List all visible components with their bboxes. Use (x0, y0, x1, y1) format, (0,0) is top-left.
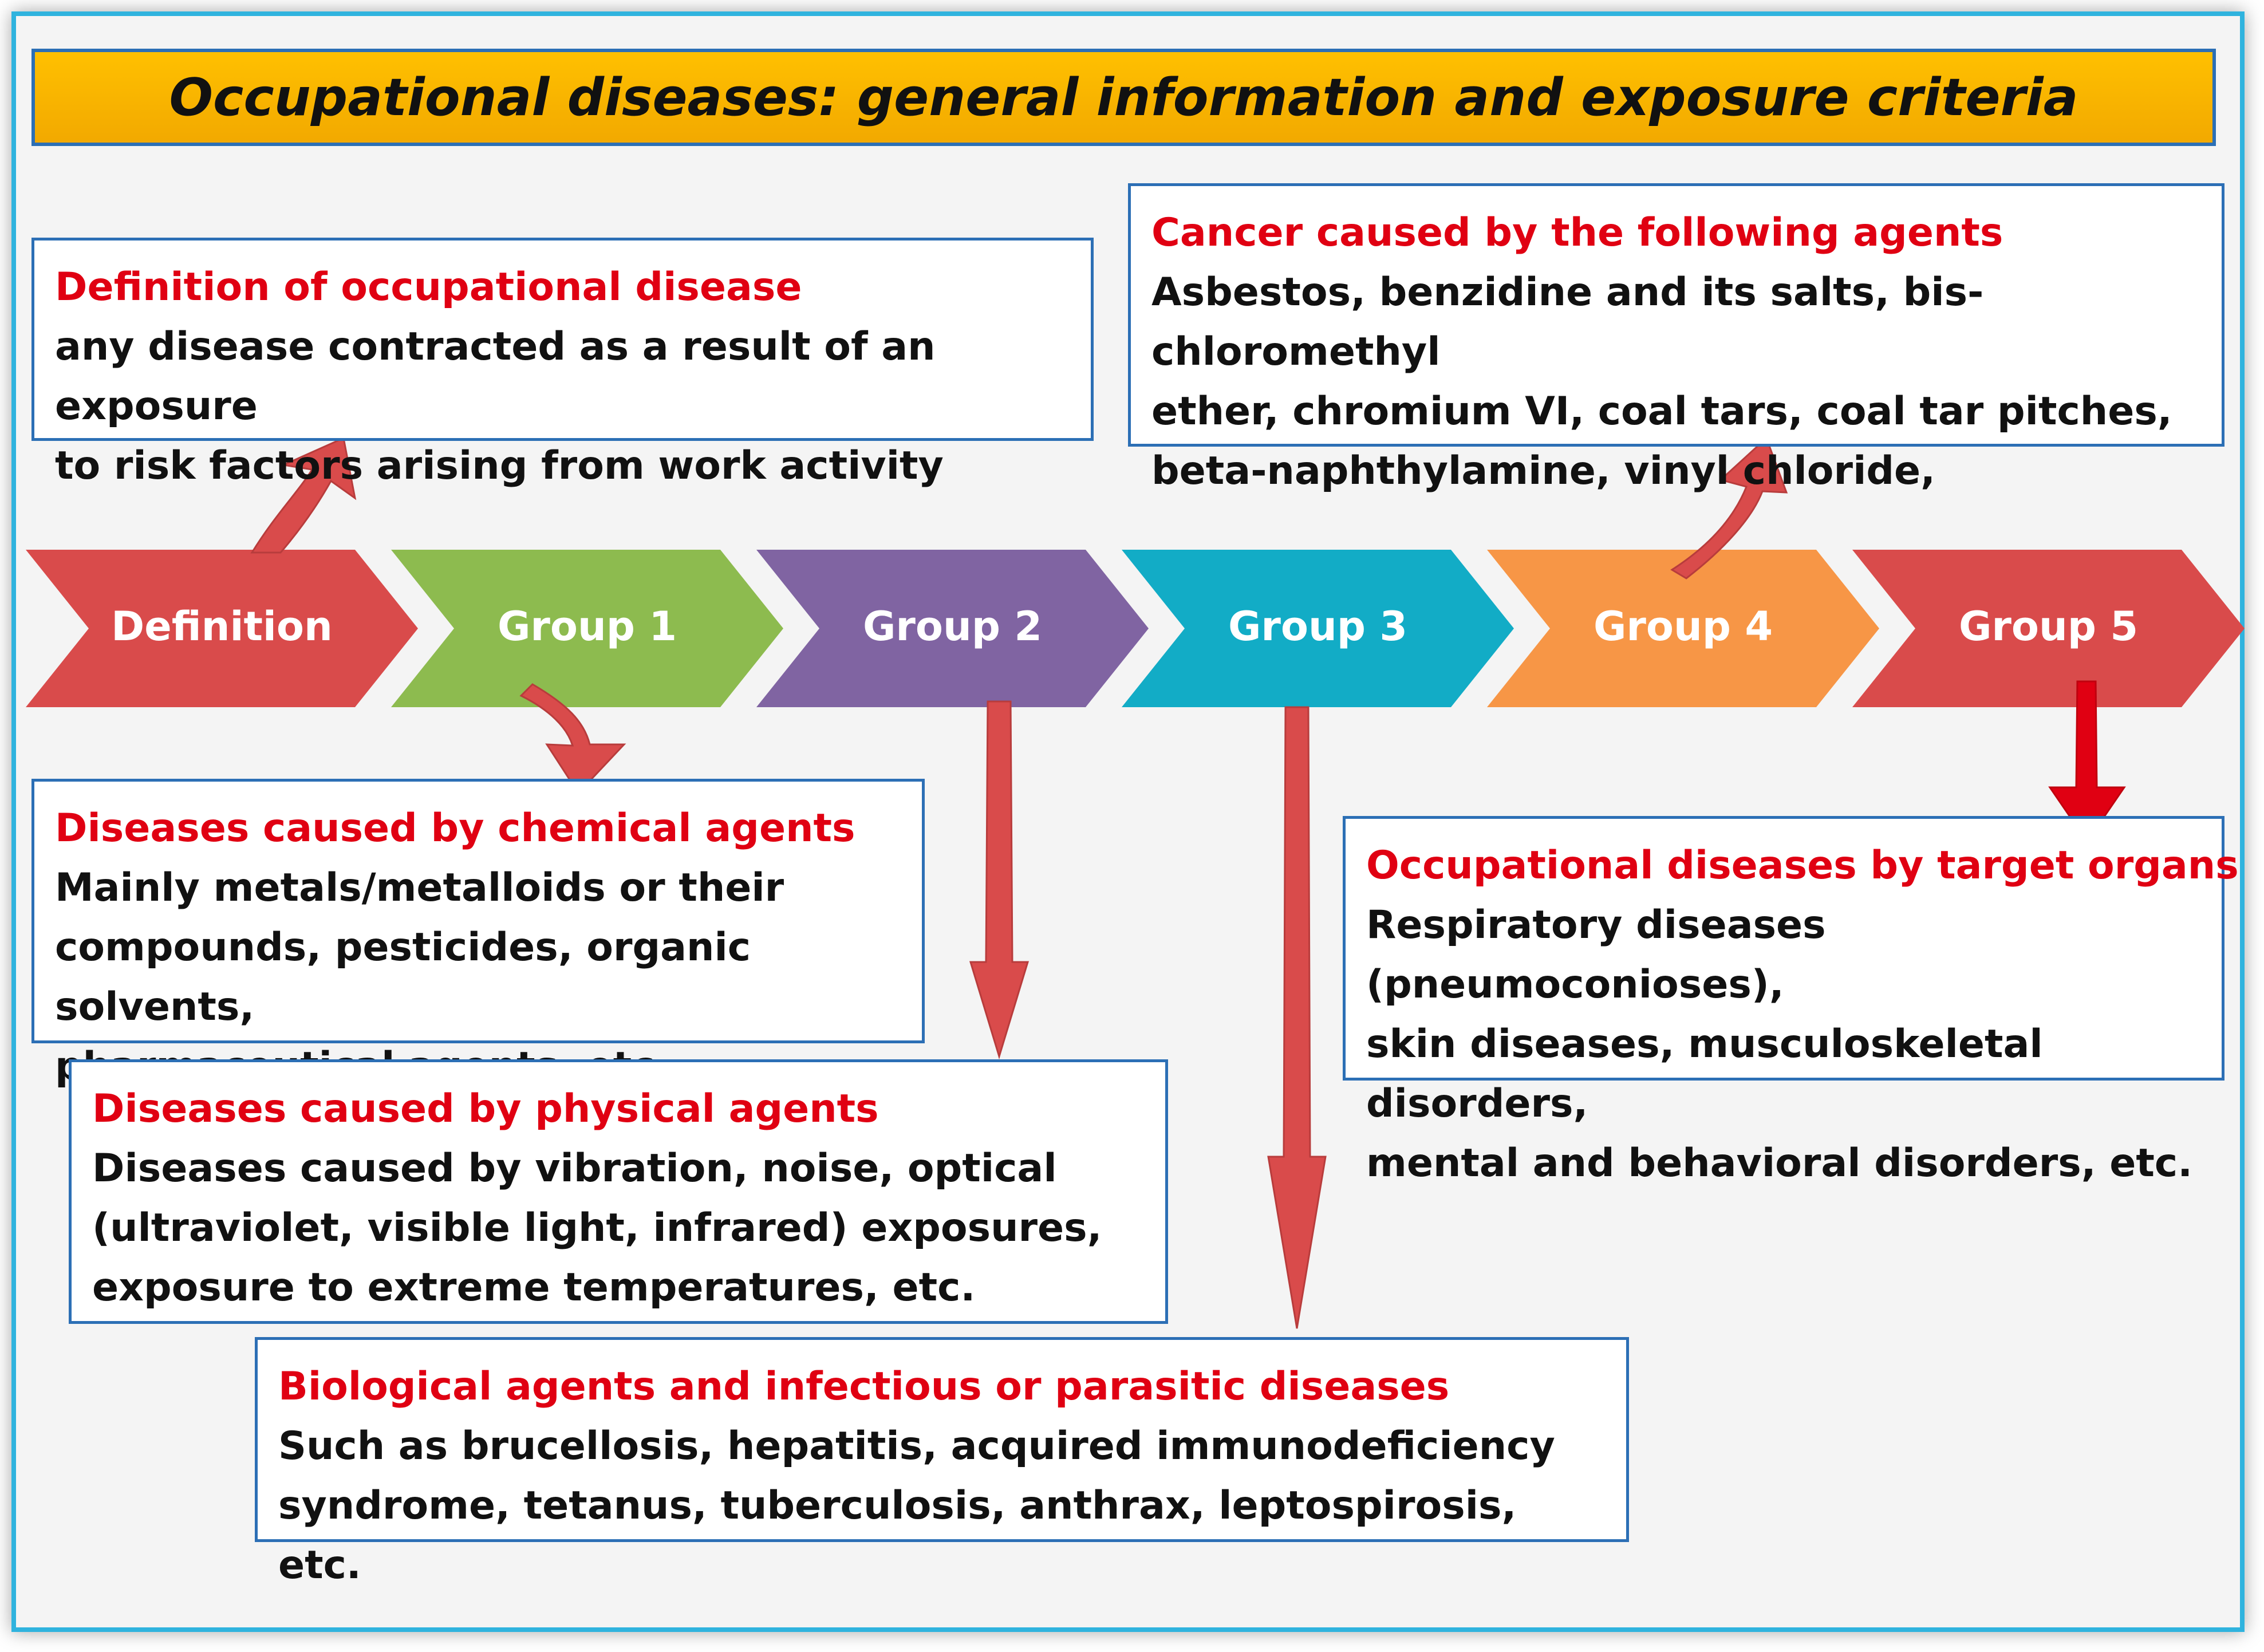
chevron-row (26, 550, 2245, 707)
biological-box-title: Biological agents and infectious or para… (278, 1364, 1450, 1409)
cancer-box: Cancer caused by the following agents As… (1128, 183, 2224, 494)
chevron-label-group4: Group 4 (1593, 602, 1773, 650)
definition-line: to risk factors arising from work activi… (55, 443, 944, 488)
chevron-label-group5: Group 5 (1958, 602, 2139, 650)
definition-line: any disease contracted as a result of an… (55, 324, 936, 429)
cancer-line: ether, chromium VI, coal tars, coal tar … (1151, 389, 2172, 434)
straight-arrow-group3 (1267, 706, 1327, 1329)
cancer-box-title: Cancer caused by the following agents (1151, 210, 2003, 255)
chevron-label-group3: Group 3 (1228, 602, 1408, 650)
cancer-line: Asbestos, benzidine and its salts, bis-c… (1151, 270, 1984, 374)
definition-box: Definition of occupational disease any d… (31, 238, 1094, 488)
cancer-line: beta-naphthylamine, vinyl chloride, (1151, 448, 1935, 494)
straight-arrow-group5 (2048, 680, 2126, 843)
definition-box-body: any disease contracted as a result of an… (55, 317, 1070, 496)
diagram-title: Occupational diseases: general informati… (169, 67, 2078, 128)
physical-line: (ultraviolet, visible light, infrared) e… (92, 1205, 1102, 1251)
curved-arrow-group4 (1670, 436, 1788, 579)
physical-box: Diseases caused by physical agents Disea… (69, 1059, 1168, 1324)
biological-box: Biological agents and infectious or para… (255, 1337, 1629, 1588)
physical-box-body: Diseases caused by vibration, noise, opt… (92, 1139, 1145, 1318)
organs-line: Respiratory diseases (pneumoconioses), (1366, 902, 1826, 1007)
biological-line: syndrome, tetanus, tuberculosis, anthrax… (278, 1483, 1517, 1588)
biological-line: Such as brucellosis, hepatitis, acquired… (278, 1424, 1555, 1469)
physical-line: exposure to extreme temperatures, etc. (92, 1265, 976, 1310)
chevron-label-definition: Definition (111, 602, 333, 650)
cancer-box-body: Asbestos, benzidine and its salts, bis-c… (1151, 263, 2201, 501)
chemical-box: Diseases caused by chemical agents Mainl… (31, 779, 925, 1089)
biological-box-body: Such as brucellosis, hepatitis, acquired… (278, 1417, 1606, 1595)
straight-arrow-group2 (969, 700, 1030, 1060)
title-banner: Occupational diseases: general informati… (31, 49, 2216, 146)
organs-box-title: Occupational diseases by target organs (1366, 843, 2239, 888)
physical-line: Diseases caused by vibration, noise, opt… (92, 1146, 1057, 1191)
organs-line: skin diseases, musculoskeletal disorders… (1366, 1022, 2043, 1126)
organs-box: Occupational diseases by target organs R… (1343, 816, 2239, 1186)
chevron-group3 (1122, 550, 1514, 707)
organs-box-body: Respiratory diseases (pneumoconioses), s… (1366, 896, 2201, 1193)
chevron-group1 (391, 550, 783, 707)
chevron-label-group2: Group 2 (862, 602, 1043, 650)
chevron-group4 (1487, 550, 1879, 707)
chevron-definition (26, 550, 418, 707)
organs-line: mental and behavioral disorders, etc. (1366, 1141, 2193, 1186)
chemical-box-title: Diseases caused by chemical agents (55, 806, 855, 851)
chevron-group5 (1852, 550, 2245, 707)
physical-box-title: Diseases caused by physical agents (92, 1086, 879, 1131)
chevron-label-group1: Group 1 (497, 602, 677, 650)
chevron-group2 (756, 550, 1149, 707)
chemical-line: Mainly metals/metalloids or their (55, 865, 784, 910)
definition-box-title: Definition of occupational disease (55, 265, 802, 310)
chemical-line: compounds, pesticides, organic solvents, (55, 925, 751, 1030)
